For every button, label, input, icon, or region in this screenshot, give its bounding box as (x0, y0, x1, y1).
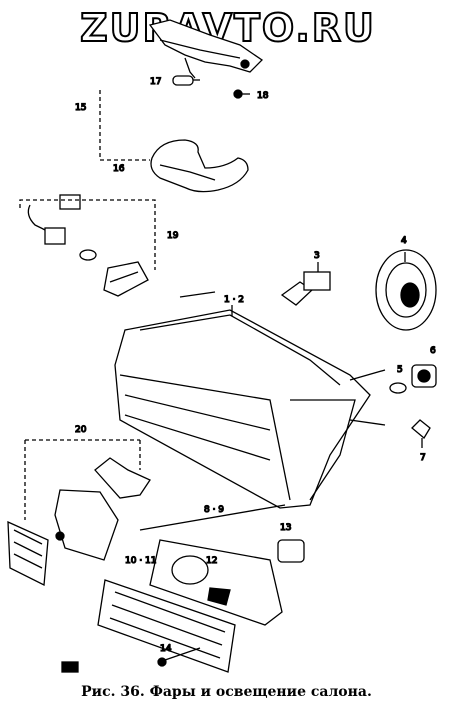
callout-5: 5 (397, 365, 403, 375)
callout-12: 12 (206, 556, 217, 566)
small-bulb-5 (389, 382, 407, 394)
nut-7 (411, 419, 431, 448)
figure-caption: Рис. 36. Фары и освещение салона. (81, 684, 372, 700)
headlamp-bulb-3 (280, 262, 331, 306)
callout-19: 19 (167, 231, 179, 241)
callout-4: 4 (401, 236, 407, 246)
callout-1-2: 1 · 2 (224, 295, 244, 305)
callout-15: 15 (75, 103, 86, 113)
callout-10-11: 10 · 11 (125, 556, 157, 566)
callout-18: 18 (257, 91, 269, 101)
callout-17: 17 (150, 77, 161, 87)
bulb-17 (172, 75, 200, 86)
rubber-cap-4 (375, 249, 437, 331)
turn-signal-lamp (97, 504, 305, 673)
socket-6 (411, 364, 437, 388)
callout-8-9: 8 · 9 (204, 505, 224, 515)
callout-14: 14 (160, 644, 172, 654)
callout-13: 13 (280, 523, 291, 533)
headlamp-assembly (114, 291, 386, 509)
callout-6: 6 (430, 346, 436, 356)
screw-18 (233, 89, 250, 99)
cover-lens-16 (150, 139, 249, 193)
small-connector (61, 661, 79, 673)
callout-20: 20 (75, 425, 87, 435)
callout-7: 7 (420, 453, 426, 463)
bracket-line-15 (99, 90, 150, 161)
interior-lamp-19 (19, 194, 156, 297)
fog-lamp-20 (7, 439, 151, 587)
callout-16: 16 (113, 164, 125, 174)
upper-bracket (148, 19, 264, 79)
screw-14 (157, 647, 201, 667)
callout-3: 3 (314, 251, 320, 261)
